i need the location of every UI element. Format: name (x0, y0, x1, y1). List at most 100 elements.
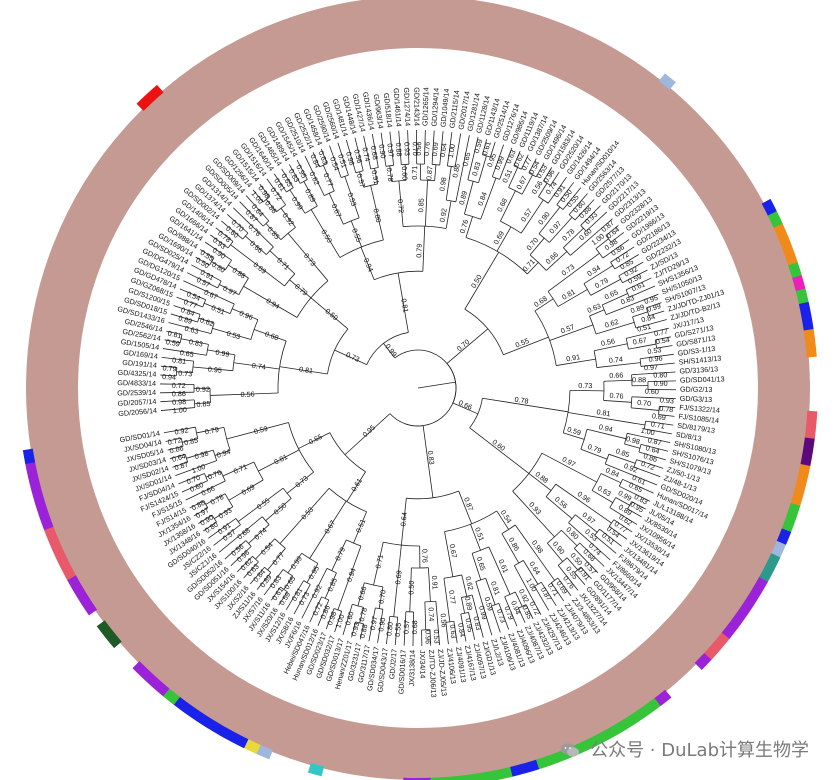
support-value: 0.74 (608, 354, 623, 365)
ring-segment (308, 762, 325, 777)
tree-branch (211, 261, 226, 271)
tree-branch (444, 531, 454, 577)
support-value: 0.79 (204, 425, 220, 437)
tree-branch (589, 309, 605, 317)
support-value: 0.71 (373, 554, 385, 570)
tree-branch (429, 629, 432, 646)
leaf-label: GD/G3/13 (680, 394, 713, 404)
tree-branch (215, 227, 234, 242)
ring-segment (81, 598, 98, 616)
tree-branch (195, 256, 210, 266)
ring-segment (783, 249, 798, 266)
tree-branch (228, 479, 264, 501)
support-value: 0.83 (188, 337, 204, 349)
ring-segment (803, 328, 816, 345)
support-value: 0.51 (636, 322, 652, 334)
tree-branch (478, 155, 487, 183)
ring-segment (49, 538, 64, 556)
support-value: 0.85 (183, 435, 199, 447)
support-value: 0.74 (360, 147, 372, 163)
tree-branch (452, 402, 479, 415)
support-value: 0.66 (356, 585, 368, 601)
tree-branch (186, 449, 214, 459)
tree-branch (296, 159, 308, 180)
tree-branch (204, 241, 232, 261)
leaf-label: SH/S1413/13 (678, 354, 721, 367)
tree-branch (563, 432, 585, 440)
leaf-label: GD/1294/14 (429, 88, 440, 127)
tree-branch (615, 497, 630, 506)
tree-branch (606, 293, 659, 315)
ring-segment (31, 488, 45, 505)
support-value: 0.90 (376, 617, 387, 632)
tree-branch (180, 338, 209, 345)
support-value: 0.97 (385, 143, 395, 158)
tree-branch (331, 539, 347, 571)
support-value: 0.89 (629, 302, 645, 315)
support-value: 0.63 (184, 324, 200, 336)
tree-branch (550, 171, 560, 186)
support-value: 0.54 (655, 335, 670, 346)
support-value: 0.69 (651, 411, 666, 422)
ring-segment (456, 774, 472, 780)
ring-segment (142, 670, 160, 688)
leaf-label: GD/4325/14 (117, 368, 156, 379)
support-value: 0.61 (167, 329, 183, 341)
ring-segment (522, 759, 540, 774)
tree-branch (200, 249, 215, 259)
tree-branch (557, 565, 579, 591)
tree-branch (545, 251, 568, 271)
support-value: 0.51 (336, 153, 349, 169)
support-value: 0.99 (646, 301, 662, 314)
tree-branch (360, 246, 375, 280)
tree-branch (207, 349, 236, 356)
tree-branch (160, 407, 195, 411)
tree-branch (337, 142, 349, 176)
tree-branch (198, 317, 215, 324)
support-value: 0.71 (650, 419, 665, 430)
tree-branch (398, 130, 402, 165)
tree-branch (601, 293, 628, 306)
ring-segment (535, 755, 553, 770)
tree-branch (501, 533, 520, 564)
tree-branch (632, 311, 648, 318)
support-value: 0.53 (346, 191, 359, 207)
tree-branch (631, 407, 659, 411)
support-value: 0.83 (470, 161, 483, 177)
tree-branch (461, 574, 468, 597)
support-value: 1.00 (190, 462, 206, 475)
tree-branch (635, 319, 667, 329)
tree-branch (496, 510, 509, 530)
tree-branch (471, 594, 484, 638)
ring-segment (54, 551, 70, 569)
tree-branch (534, 586, 550, 611)
support-value: 0.78 (514, 395, 529, 406)
tree-branch (253, 329, 287, 342)
tree-branch (522, 560, 539, 585)
tree-branch (354, 137, 364, 171)
tree-branch (482, 397, 569, 413)
tree-branch (574, 548, 599, 574)
leaf-label: GD/1049/14 (438, 88, 451, 127)
tree-branch (640, 362, 675, 367)
tree-branch (513, 150, 521, 166)
support-value: 0.59 (253, 424, 269, 436)
ring-segment (443, 776, 458, 780)
tree-branch (252, 189, 264, 203)
tree-branch (224, 540, 247, 560)
tree-branch (646, 302, 662, 309)
tree-branch (178, 473, 205, 485)
tree-branch (428, 567, 431, 602)
tree-branch (363, 135, 372, 170)
ring-segment (773, 223, 789, 241)
ring-segment (621, 713, 639, 730)
support-value: 0.78 (385, 167, 396, 182)
tree-branch (287, 552, 303, 574)
tree-branch (445, 622, 449, 645)
tree-branch (160, 374, 177, 377)
support-value: 0.80 (653, 370, 667, 379)
tree-branch (534, 298, 554, 312)
tree-branch (627, 508, 642, 518)
tree-branch (320, 148, 328, 164)
tree-branch (557, 289, 588, 307)
